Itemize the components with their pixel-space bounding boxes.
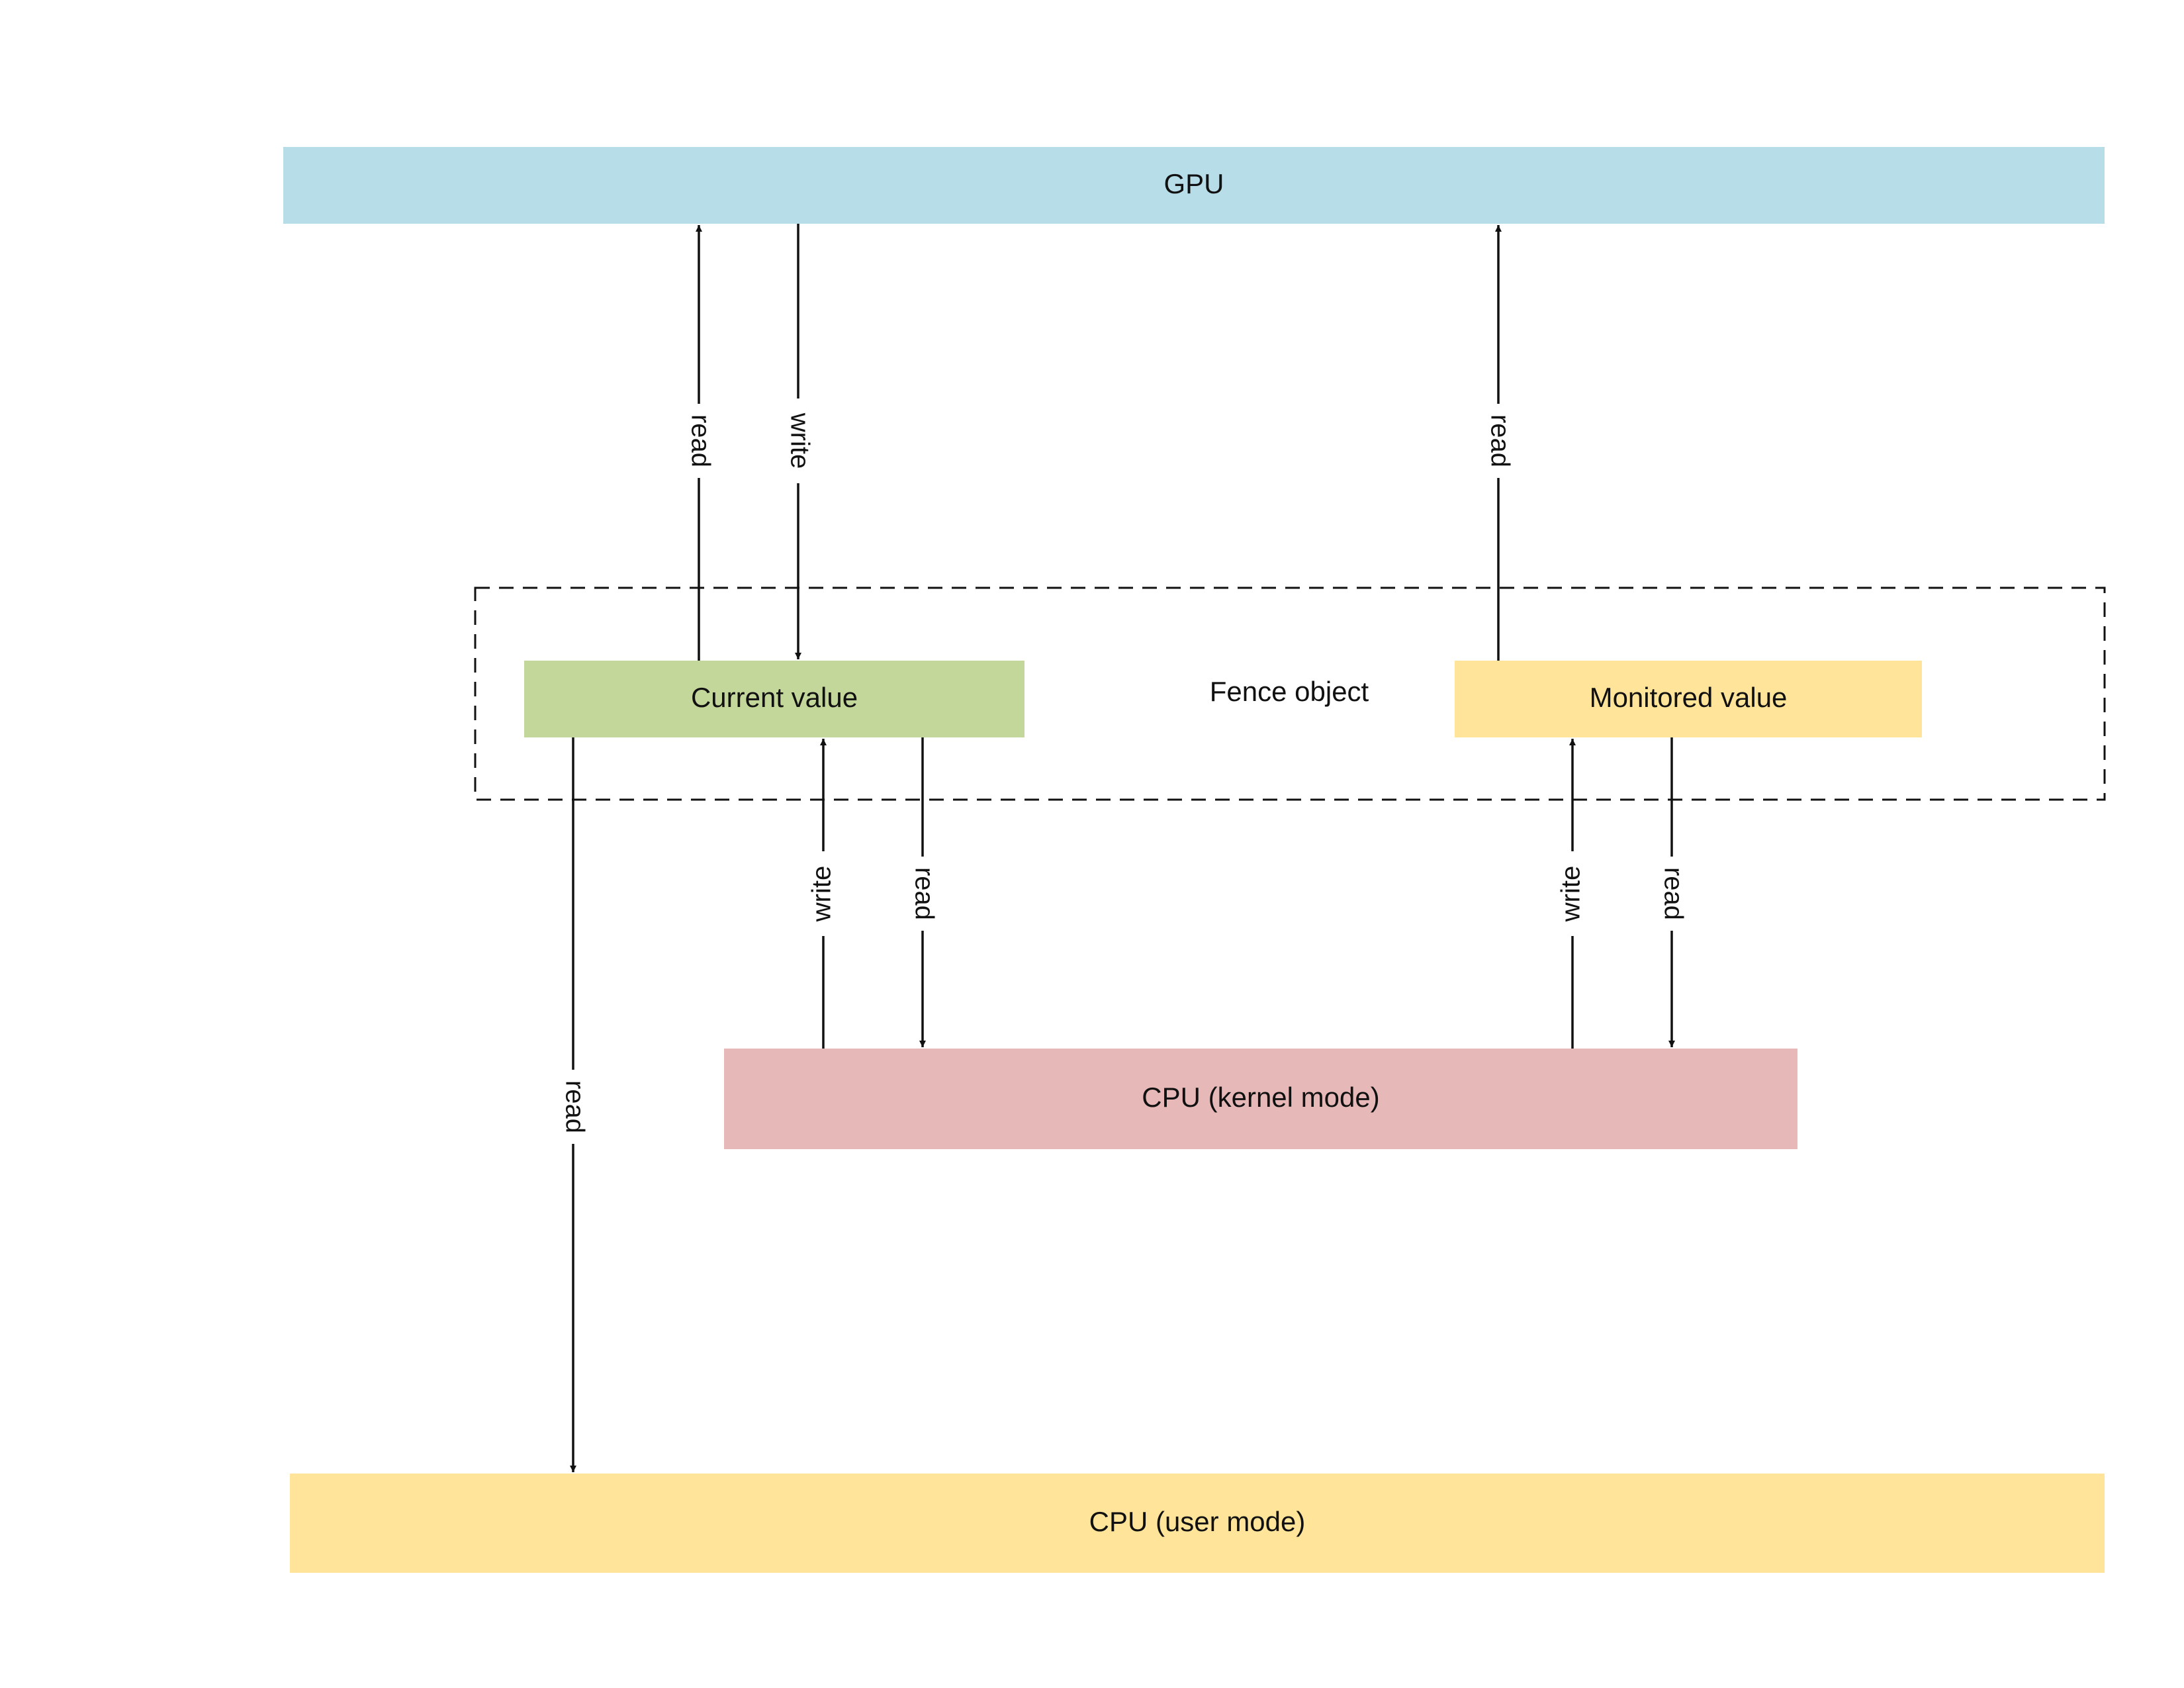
svg-text:read: read (560, 1080, 589, 1133)
edge-label-gpu-to-current: write (782, 399, 814, 483)
monitored-value-box (1455, 661, 1922, 737)
edge-label-current-to-kernel: read (907, 857, 938, 931)
edge-label-kernel-to-monitored: write (1557, 851, 1588, 936)
fence-object-label: Fence object (1210, 676, 1369, 707)
cpu-user-mode-label: CPU (user mode) (1089, 1506, 1306, 1537)
monitored-value-label: Monitored value (1590, 682, 1788, 713)
edge-label-monitored-to-kernel: read (1656, 857, 1688, 931)
cpu-kernel-mode-label: CPU (kernel mode) (1142, 1082, 1379, 1113)
svg-text:read: read (1485, 414, 1514, 467)
svg-text:write: write (1557, 866, 1586, 922)
edge-label-current-to-user: read (557, 1070, 589, 1144)
svg-text:write: write (785, 412, 814, 469)
current-value-box (524, 661, 1024, 737)
cpu-kernel-mode-box (724, 1049, 1797, 1149)
fence-object-container (474, 586, 2106, 801)
current-value-label: Current value (691, 682, 858, 713)
cpu-user-mode-box (290, 1474, 2105, 1573)
svg-text:read: read (1659, 867, 1688, 920)
edge-label-kernel-to-current: write (807, 851, 839, 936)
svg-text:read: read (686, 414, 715, 467)
edge-label-current-to-gpu: read (683, 404, 715, 478)
edge-label-monitored-to-gpu: read (1482, 404, 1514, 478)
svg-text:write: write (807, 866, 837, 922)
gpu-box (283, 147, 2105, 224)
svg-text:read: read (909, 867, 938, 920)
gpu-label: GPU (1163, 168, 1224, 199)
